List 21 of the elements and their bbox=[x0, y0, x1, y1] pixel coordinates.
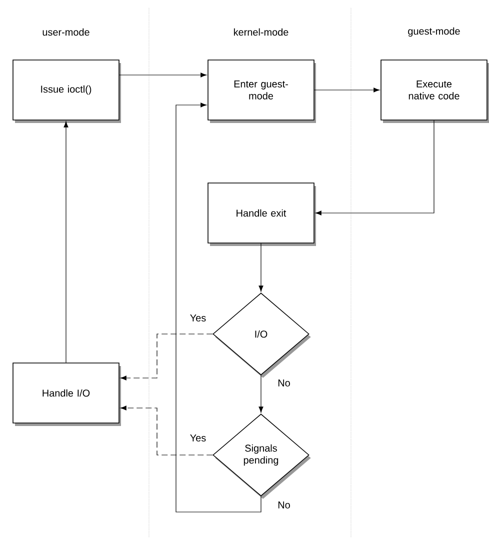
column-heading: guest-mode bbox=[408, 27, 460, 37]
arrow bbox=[120, 406, 213, 456]
arrow bbox=[314, 88, 380, 92]
process-box: Execute native code bbox=[380, 60, 489, 123]
process-box: Handle I/O bbox=[12, 362, 121, 426]
edge-label: Yes bbox=[190, 434, 206, 442]
arrow bbox=[120, 334, 213, 380]
arrow bbox=[119, 72, 207, 78]
column-heading: user-mode bbox=[42, 28, 90, 36]
edge-label: Yes bbox=[190, 314, 206, 322]
arrow bbox=[258, 375, 264, 413]
process-box: Enter guest-mode bbox=[208, 60, 316, 123]
arrow bbox=[64, 121, 68, 363]
edge-label: No bbox=[278, 380, 290, 386]
process-box: Issue ioctl() bbox=[12, 60, 121, 123]
edge-label: No bbox=[278, 502, 290, 508]
column-heading: kernel-mode bbox=[234, 28, 288, 36]
arrow bbox=[176, 102, 262, 512]
arrow bbox=[315, 120, 434, 216]
process-box: Handle exit bbox=[208, 182, 316, 246]
arrow bbox=[258, 243, 264, 292]
